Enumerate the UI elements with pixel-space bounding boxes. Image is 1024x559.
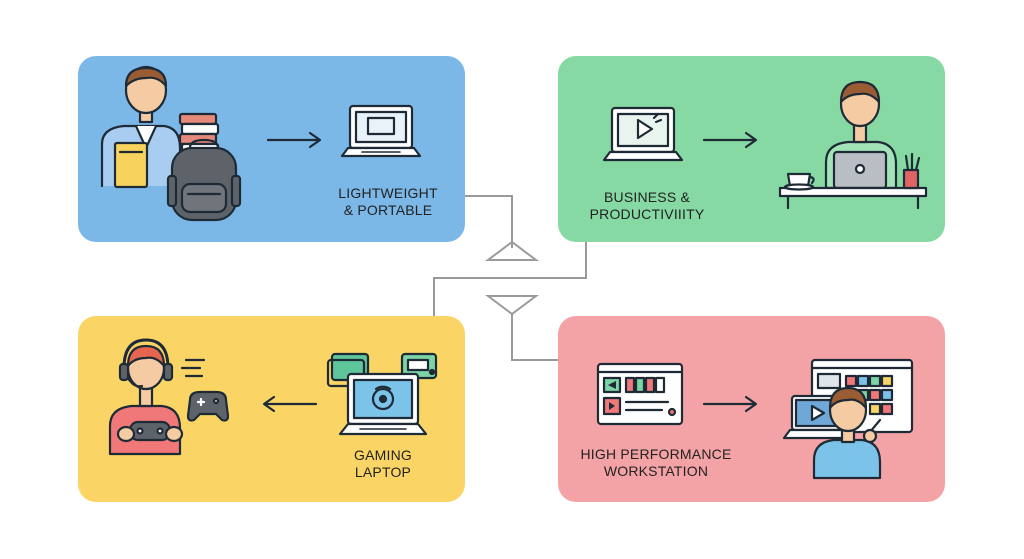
gaming-illustration [108, 338, 438, 456]
business-caption-line2: PRODUCTIVIIITY [589, 206, 705, 222]
backpack-icon [166, 138, 242, 222]
arrow-right-icon [266, 131, 322, 149]
business-caption-line1: BUSINESS & [603, 189, 691, 205]
editing-window-icon [596, 362, 684, 426]
connector-triangles [485, 240, 539, 316]
workstation-caption-line1: HIGH PERFORMANCE [580, 446, 732, 462]
gaming-caption-line2: LAPTOP [354, 464, 412, 480]
arrow-right-icon [702, 131, 758, 149]
gaming-card: GAMING LAPTOP [78, 316, 465, 502]
workstation-caption: HIGH PERFORMANCE WORKSTATION [566, 446, 746, 480]
arrow-right-icon [702, 395, 758, 413]
workstation-card: HIGH PERFORMANCE WORKSTATION [558, 316, 945, 502]
desk-icon [778, 186, 928, 210]
student-person-icon [100, 65, 182, 189]
business-card: BUSINESS & PRODUCTIVIIITY [558, 56, 945, 242]
video-laptop-icon [602, 106, 684, 162]
coffee-cup-icon [783, 172, 815, 191]
business-caption: BUSINESS & PRODUCTIVIIITY [572, 189, 722, 223]
office-worker-icon [824, 80, 898, 190]
student-card: LIGHTWEIGHT & PORTABLE [78, 56, 465, 242]
books-stack-icon [178, 112, 220, 156]
pen-holder-icon [902, 152, 921, 190]
gaming-caption-line1: GAMING [354, 447, 412, 463]
gaming-laptop-icon [338, 372, 428, 436]
student-caption-line2: & PORTABLE [343, 202, 433, 218]
laptop-icon [340, 104, 422, 158]
gamer-with-headset-icon [108, 338, 206, 456]
gaming-caption: GAMING LAPTOP [308, 447, 458, 481]
workstation-caption-line2: WORKSTATION [603, 463, 709, 479]
creator-person-icon [812, 386, 882, 480]
connector-paths [433, 195, 587, 361]
student-illustration [100, 65, 422, 222]
gamepad-icon [186, 390, 230, 422]
workstation-illustration [596, 358, 914, 480]
arrow-left-icon [262, 395, 318, 413]
business-illustration [602, 80, 928, 210]
student-caption-line1: LIGHTWEIGHT [338, 185, 438, 201]
student-caption: LIGHTWEIGHT & PORTABLE [318, 185, 458, 219]
